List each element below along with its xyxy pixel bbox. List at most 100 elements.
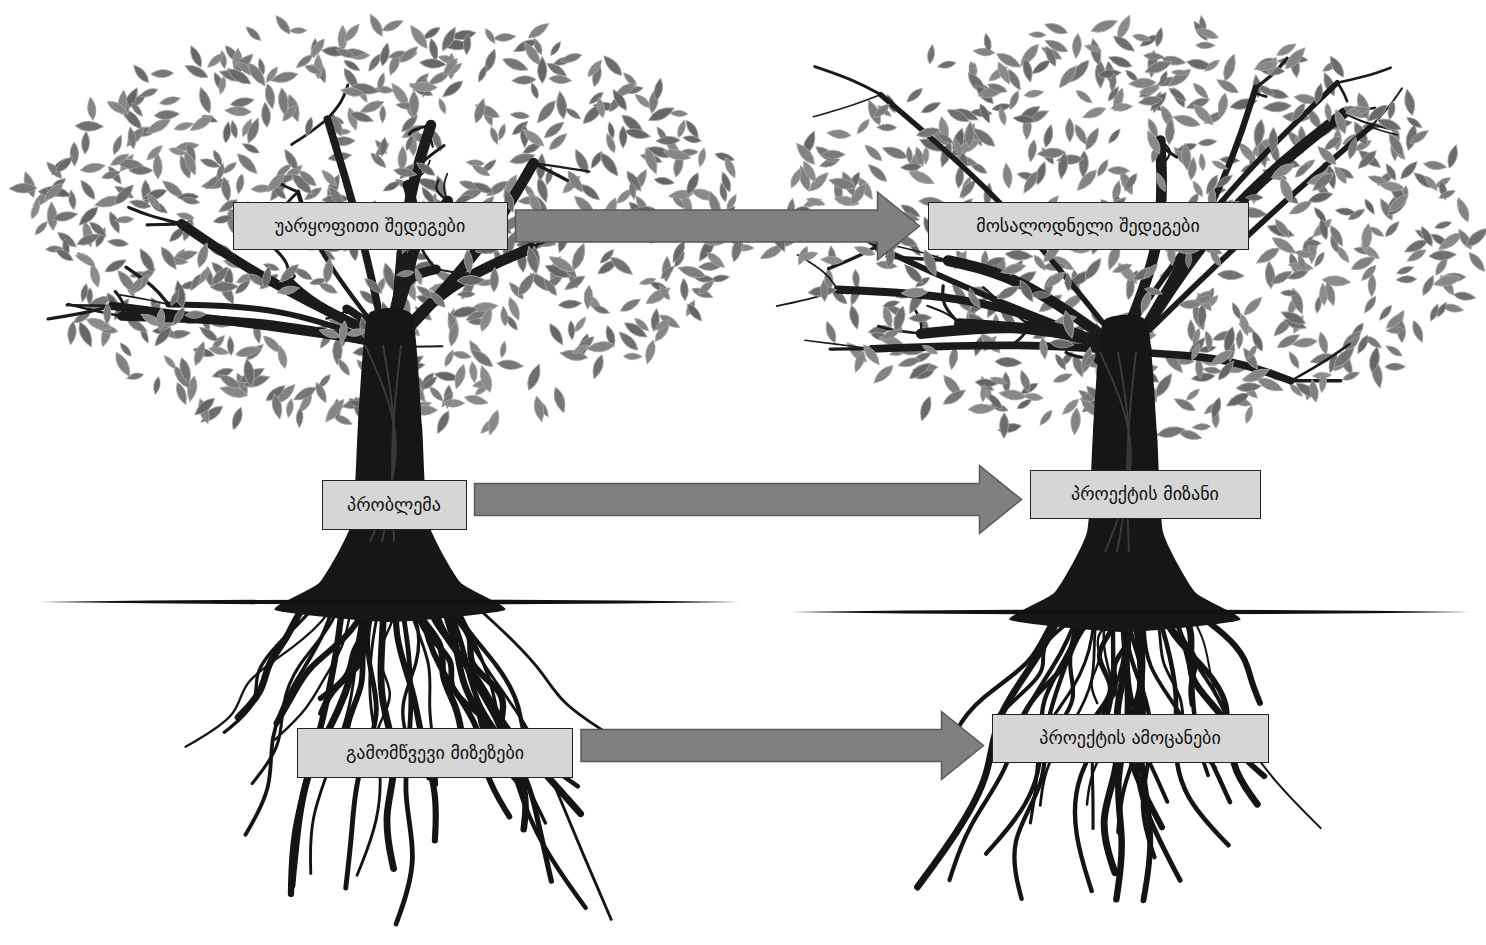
- leaf: [680, 278, 689, 301]
- leaf: [263, 65, 280, 85]
- leaf: [427, 288, 448, 310]
- leaf: [1179, 300, 1203, 310]
- leaf: [114, 216, 134, 224]
- box-label: უარყოფითი შედეგები: [275, 215, 466, 238]
- leaf: [538, 57, 547, 84]
- leaf: [562, 273, 587, 294]
- leaf: [852, 349, 868, 373]
- leaf: [871, 362, 897, 386]
- leaf: [821, 150, 845, 159]
- leaf: [548, 40, 563, 58]
- leaf: [101, 168, 122, 181]
- leaf: [170, 306, 187, 328]
- leaf: [75, 230, 102, 248]
- leaf: [1107, 166, 1130, 175]
- leaf: [1021, 57, 1035, 83]
- leaf: [917, 395, 934, 423]
- twig: [943, 286, 960, 324]
- leaf: [477, 305, 495, 333]
- leaf: [1327, 54, 1348, 80]
- leaf: [303, 116, 315, 137]
- leaf: [1270, 234, 1299, 258]
- leaf: [127, 275, 146, 295]
- leaf: [1128, 78, 1156, 89]
- leaf: [346, 327, 368, 338]
- twig: [805, 340, 872, 348]
- leaf: [936, 59, 956, 70]
- leaf: [1078, 150, 1089, 178]
- leaf: [235, 173, 246, 195]
- leaf: [1056, 63, 1081, 91]
- leaf: [275, 162, 294, 179]
- leaf: [1342, 103, 1371, 121]
- leaf: [1197, 304, 1207, 329]
- leaf: [229, 406, 244, 431]
- leaf: [900, 163, 922, 172]
- leaf: [1308, 379, 1320, 403]
- leaf: [1110, 102, 1133, 112]
- leaf: [1355, 333, 1372, 355]
- leaf: [174, 381, 190, 406]
- leaf: [1007, 89, 1022, 111]
- leaf: [677, 263, 708, 281]
- leaf: [110, 134, 124, 156]
- leaf: [219, 176, 232, 203]
- leaf: [654, 176, 675, 187]
- ground-line: [790, 610, 1470, 615]
- leaf: [1269, 268, 1294, 288]
- leaf: [407, 23, 432, 52]
- leaf: [1318, 372, 1328, 394]
- leaf: [1214, 76, 1240, 97]
- leaf: [380, 17, 404, 34]
- leaf: [1272, 217, 1292, 240]
- leaf: [205, 51, 225, 70]
- leaf: [157, 244, 180, 272]
- leaf: [500, 306, 509, 327]
- leaf: [1039, 337, 1049, 360]
- leaf: [1142, 261, 1161, 281]
- leaf: [1327, 223, 1346, 248]
- leaf: [319, 167, 340, 188]
- leaf: [1410, 319, 1426, 344]
- leaf: [242, 358, 257, 388]
- leaf: [1268, 127, 1278, 153]
- leaf: [1386, 100, 1397, 121]
- leaf: [439, 25, 460, 53]
- trunk: [274, 308, 505, 622]
- leaf: [52, 209, 79, 223]
- leaf: [1230, 301, 1243, 321]
- leaf: [1131, 32, 1152, 43]
- leaf: [921, 343, 940, 357]
- leaf: [1356, 147, 1384, 171]
- leaf: [994, 60, 1013, 86]
- twig: [927, 306, 959, 324]
- leaf: [915, 125, 941, 139]
- leaf: [366, 12, 386, 38]
- leaf: [1235, 329, 1243, 349]
- leaf: [628, 181, 637, 200]
- leaf: [1245, 343, 1259, 361]
- leaf: [1384, 343, 1404, 359]
- leaf: [541, 276, 560, 297]
- leaf: [607, 253, 635, 278]
- leaf: [662, 146, 692, 163]
- leaf: [1364, 102, 1390, 125]
- leaf: [923, 147, 930, 165]
- leaf: [670, 110, 688, 117]
- leaf: [901, 261, 926, 286]
- box-label: პროექტის მიზანი: [1071, 483, 1219, 506]
- leaf: [187, 44, 205, 69]
- leaf: [1335, 207, 1356, 217]
- leaf: [1189, 342, 1202, 361]
- leaf: [277, 261, 302, 285]
- leaf: [53, 246, 75, 264]
- leaf: [1395, 264, 1415, 276]
- leaf: [1294, 249, 1314, 260]
- leaf: [457, 291, 476, 298]
- leaf: [641, 146, 660, 176]
- leaf: [1434, 300, 1449, 318]
- leaf: [1423, 160, 1448, 172]
- trunk-twist: [1127, 352, 1136, 552]
- label-box: პროექტის ამოცანები: [992, 714, 1269, 763]
